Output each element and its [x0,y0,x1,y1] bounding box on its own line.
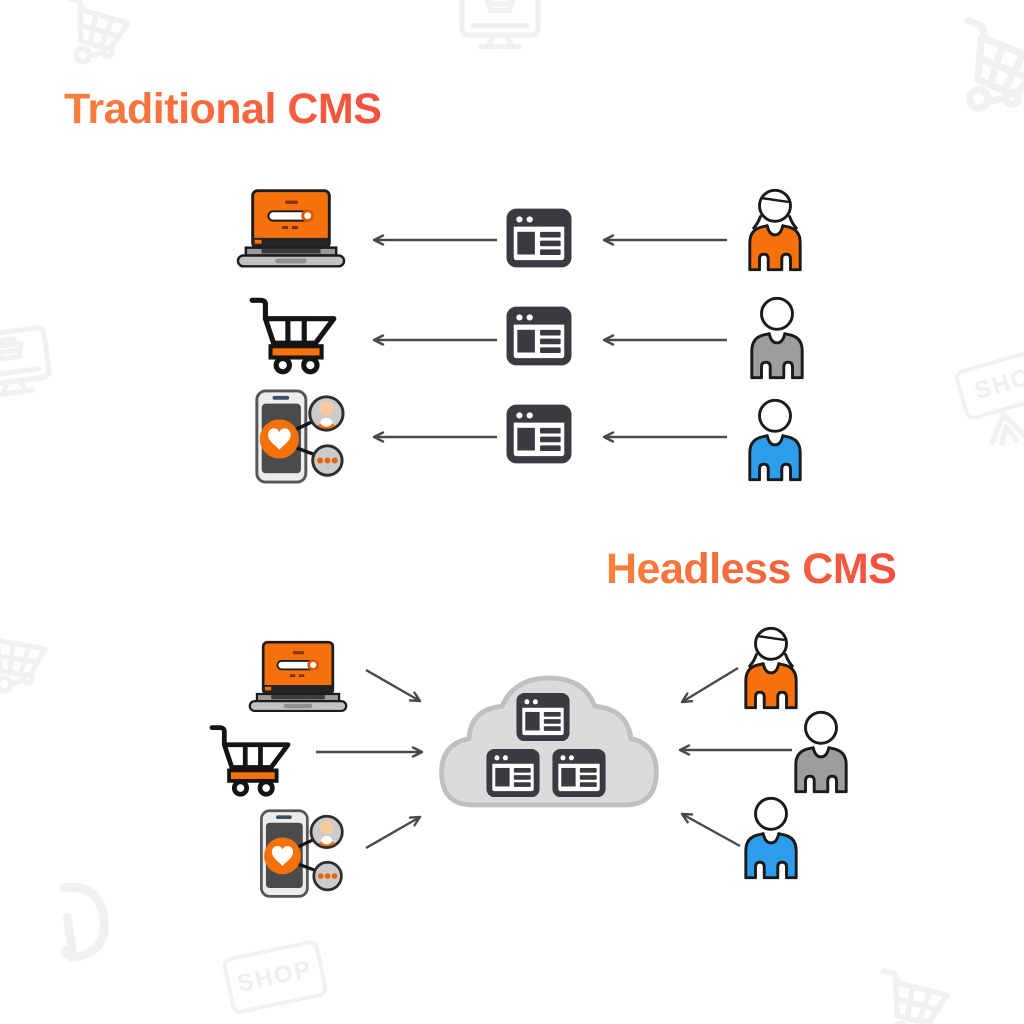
webpage-icon [552,748,606,798]
shop-sign-text: SHOP [234,955,315,998]
d-logo-watermark [34,871,126,971]
cart-watermark-icon [0,623,57,702]
shop-sign-text: SHOP [971,358,1024,405]
shop-sign-watermark: SHOP [221,938,329,1016]
webpage-icon [506,404,572,464]
webpage-icon [506,208,572,268]
webpage-icon [486,748,540,798]
webpage-icon [516,692,570,742]
shopping-cart-icon [246,292,340,376]
cart-watermark-icon [853,961,966,1024]
cart-watermark-icon [925,8,1024,135]
laptop-website-icon [236,188,346,270]
laptop-website-icon [248,640,348,714]
webpage-icon [506,306,572,366]
woman-orange-icon [740,626,802,710]
monitor-watermark-icon [0,322,59,407]
person-gray-icon [790,710,852,794]
mobile-social-app-icon [252,808,348,900]
mobile-social-app-icon [248,388,348,486]
person-blue-icon [740,796,802,880]
arrow-watermark-icon [982,404,1024,450]
shopping-cart-icon [206,720,294,798]
traditional-cms-title: Traditional CMS [64,85,382,133]
person-blue-icon [744,398,806,482]
headless-cms-title: Headless CMS [606,545,897,593]
cart-watermark-icon [35,0,150,80]
monitor-watermark-icon [452,0,548,56]
woman-orange-icon [744,188,806,272]
person-gray-icon [746,296,808,380]
